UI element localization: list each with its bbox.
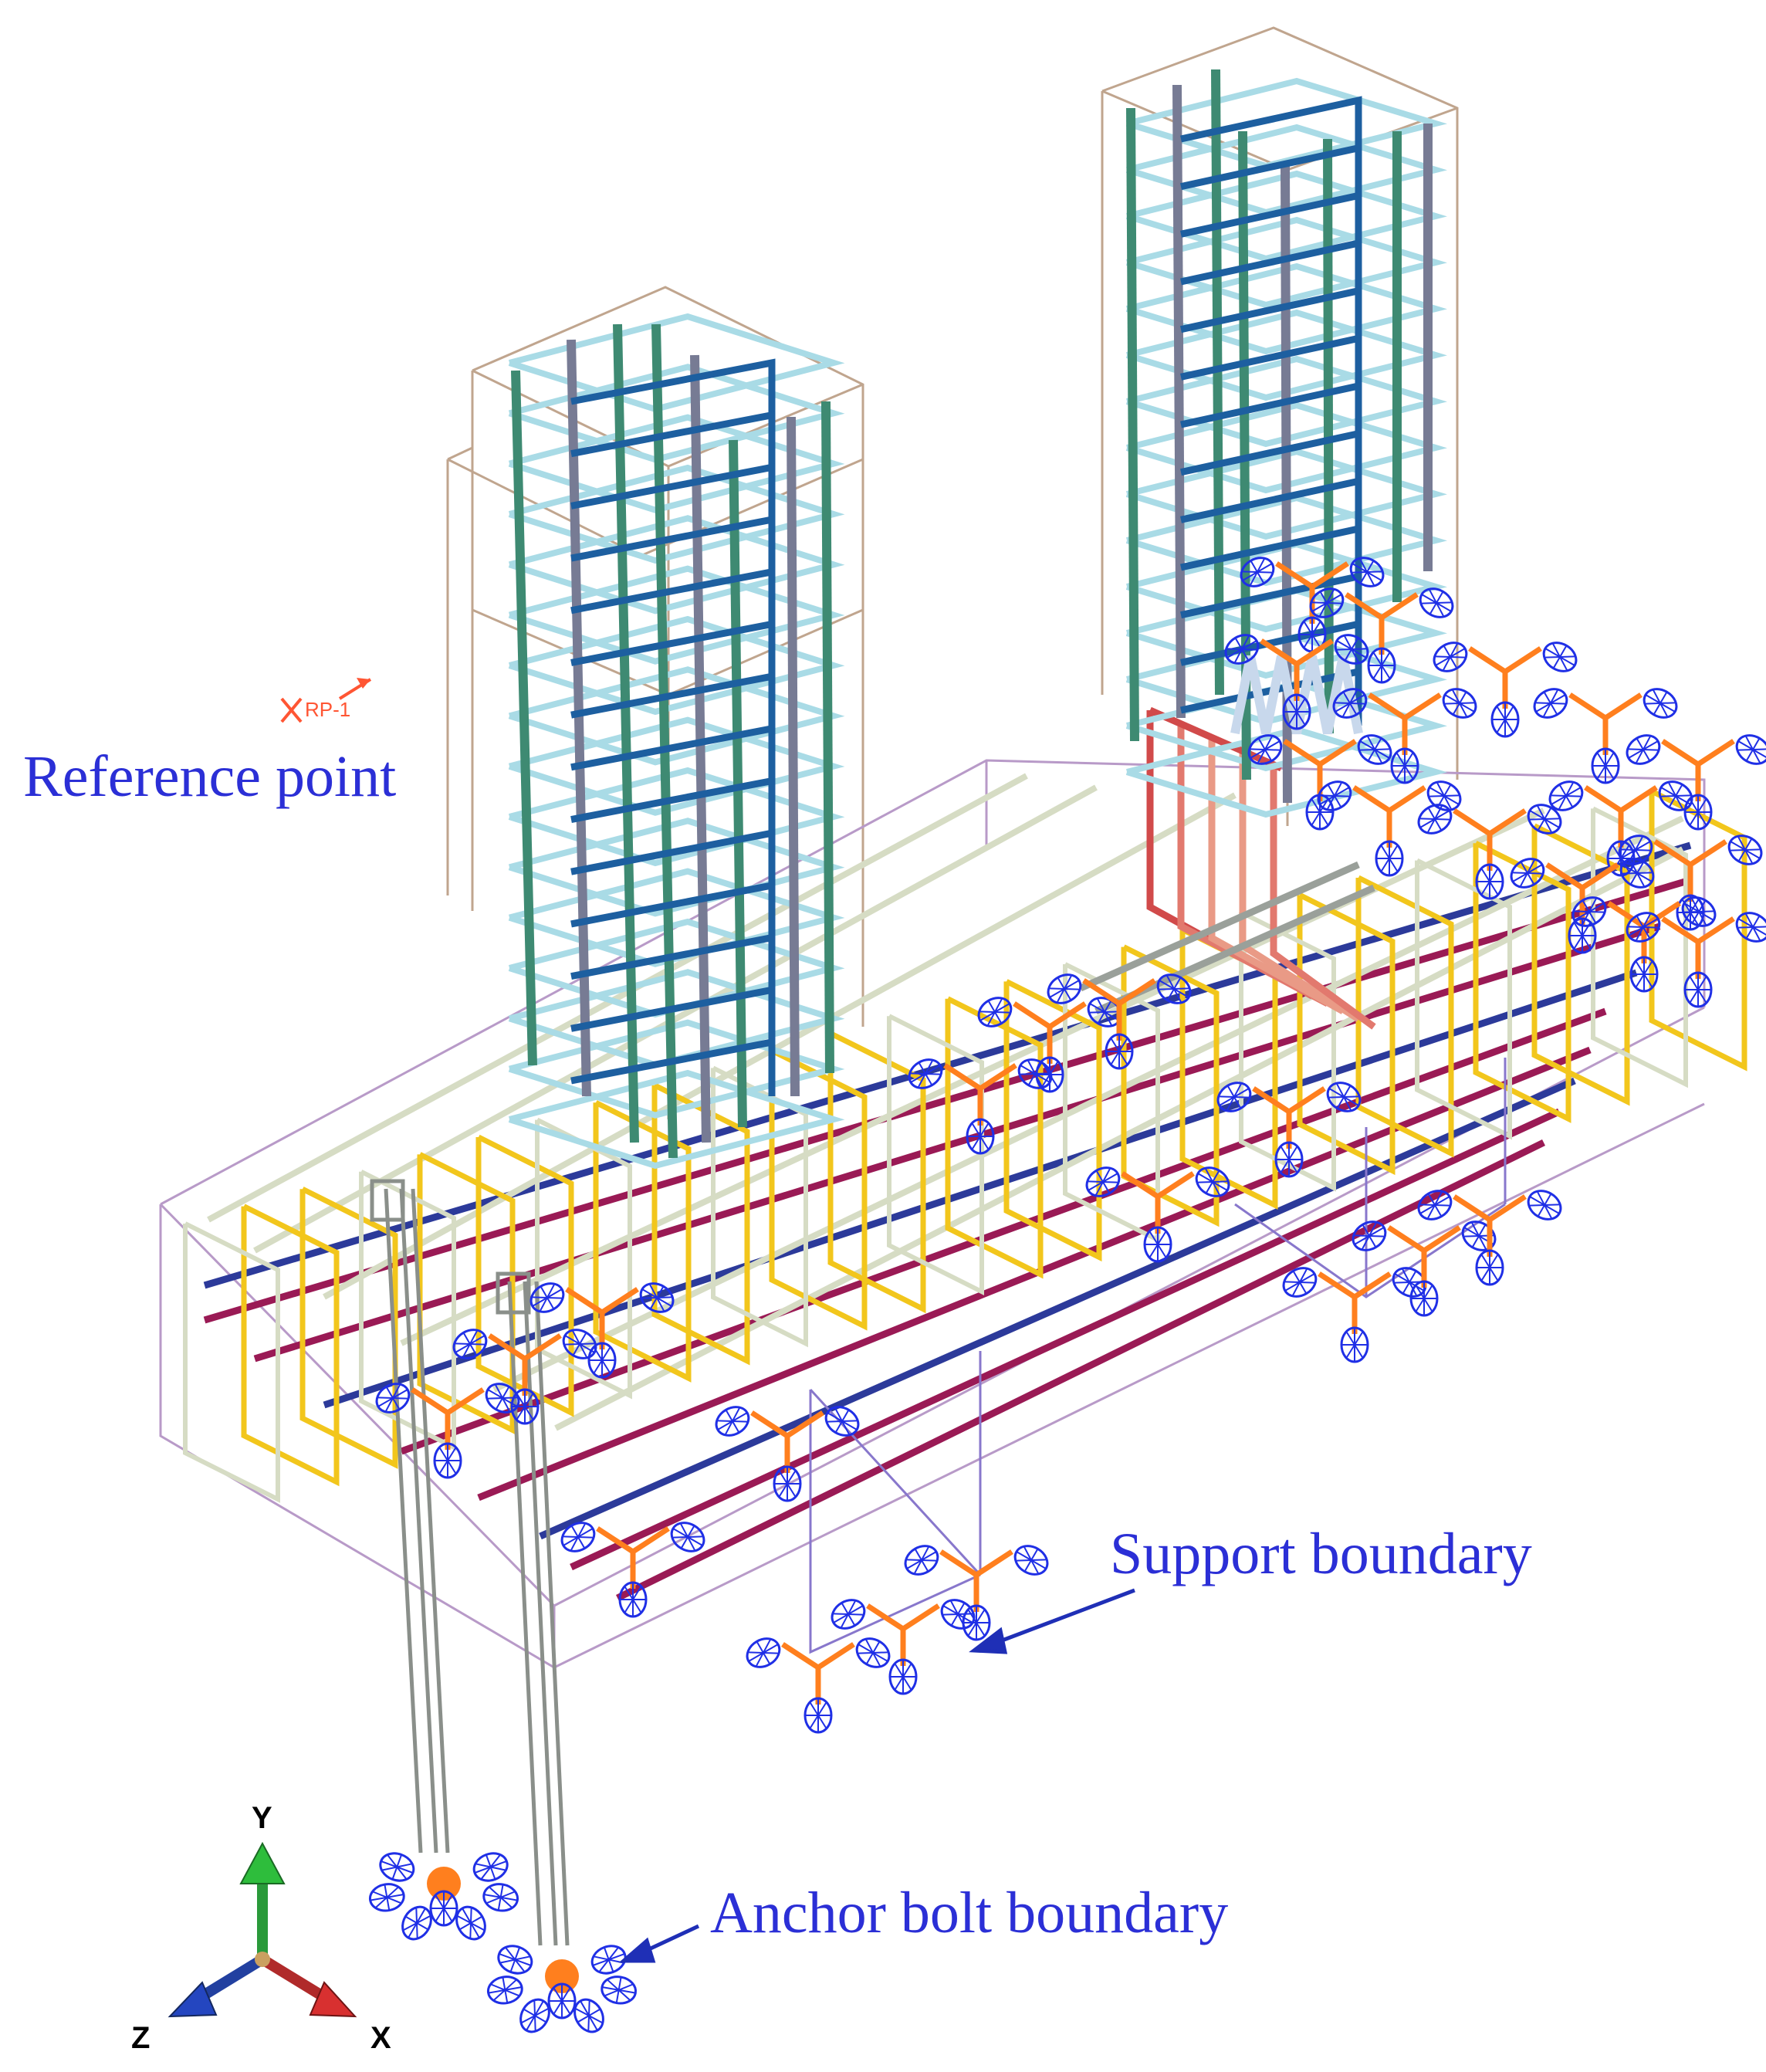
axis-triad [167,1841,357,2018]
support-leader-lines [809,1058,1507,1654]
anchor-bolt-right [496,1271,570,1946]
beam-stirrups [241,788,1747,1487]
left-column-longitudinal-bars [511,323,834,1159]
right-column-concrete-outline [1101,26,1459,826]
anchor-bolt-boundary-arrow [618,1924,700,1963]
right-column-spring-ties [1230,655,1363,735]
reference-point-annotation: Reference point [23,744,397,809]
y-axis-label: Y [252,1801,272,1835]
anchor-bolt-boundary-symbols [368,1849,638,2037]
x-axis-label: X [370,2021,391,2055]
support-boundary-arrow [969,1588,1135,1654]
anchor-bolt-left [370,1179,450,1854]
z-axis-label: Z [131,2021,151,2055]
beam-concrete-outline [159,759,1706,1669]
reference-point-marker [280,678,372,723]
right-column-inner-ties [1180,96,1362,726]
reference-point-label: RP-1 [305,698,350,721]
anchor-bolt-boundary-annotation: Anchor bolt boundary [710,1881,1229,1945]
left-column-inner-ties [570,358,776,1096]
support-boundary-annotation: Support boundary [1110,1522,1532,1586]
